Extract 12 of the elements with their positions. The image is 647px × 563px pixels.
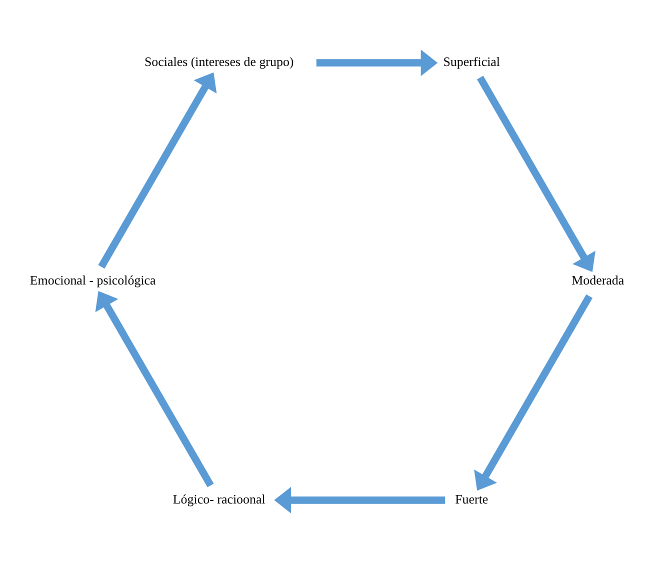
arrow — [474, 294, 593, 491]
node-text: Emocional - psicológica — [30, 272, 156, 288]
node-text: Moderada — [572, 272, 624, 288]
node-text: Sociales (intereses de grupo) — [144, 54, 294, 69]
arrow — [316, 50, 438, 76]
node-text: Lógico- racioonal — [172, 491, 266, 506]
node-text: Fuerte — [455, 491, 488, 506]
arrow — [274, 486, 446, 514]
arrow — [98, 72, 217, 269]
node-text: Superficial — [443, 54, 500, 69]
arrow — [476, 76, 596, 272]
arrow — [95, 291, 214, 488]
